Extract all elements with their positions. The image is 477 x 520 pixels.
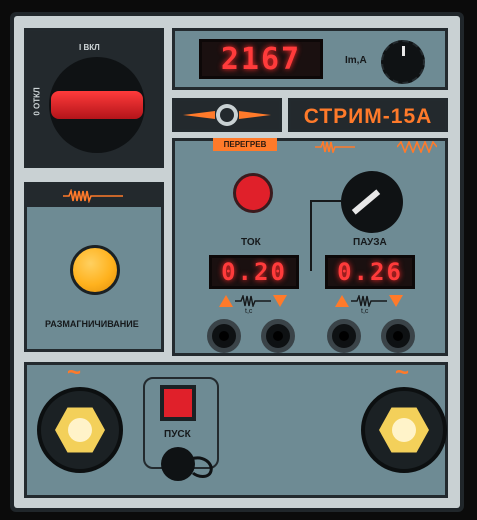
current-waveform-icon: [235, 295, 271, 307]
jack-current-1[interactable]: [207, 319, 241, 353]
pause-down-icon[interactable]: [389, 295, 403, 307]
degauss-label: РАЗМАГНИЧИВАНИЕ: [45, 319, 139, 329]
logo-box: [172, 98, 282, 132]
power-off-label: 0 ОТКЛ: [32, 87, 42, 116]
degauss-button[interactable]: [70, 245, 120, 295]
brand-box: СТРИМ-15А: [288, 98, 448, 132]
overheat-label: ПЕРЕГРЕВ: [223, 140, 267, 149]
pause-label: ПАУЗА: [353, 237, 387, 248]
power-on-label: I ВКЛ: [79, 43, 100, 52]
waveform-pulse-icon: [315, 141, 355, 153]
degauss-header: [27, 185, 161, 207]
power-switch-handle[interactable]: [51, 91, 143, 119]
terminal-left[interactable]: [37, 387, 123, 473]
pause-knob[interactable]: [341, 171, 403, 233]
degauss-panel: РАЗМАГНИЧИВАНИЕ: [24, 182, 164, 352]
current-sub-label: t,c: [245, 308, 253, 315]
current-knob-label: Im,A: [345, 55, 367, 66]
cable-loop-icon: [190, 456, 213, 478]
overheat-lamp: [233, 173, 273, 213]
terminal-left-symbol: ~: [67, 359, 82, 386]
start-label: ПУСК: [164, 429, 191, 440]
pause-display: 0.26: [325, 255, 415, 289]
power-switch-panel: I ВКЛ 0 ОТКЛ: [24, 28, 164, 168]
main-display: 2167: [199, 39, 323, 79]
current-label: ТОК: [241, 237, 261, 248]
overheat-tab: ПЕРЕГРЕВ: [213, 138, 277, 151]
jack-pause-1[interactable]: [327, 319, 361, 353]
terminal-right-symbol: ~: [395, 359, 410, 386]
degauss-waveform-icon: [63, 189, 123, 203]
current-up-icon[interactable]: [219, 295, 233, 307]
main-display-panel: 2167 Im,A: [172, 28, 448, 90]
waveform-wave-icon: [397, 141, 437, 153]
brand-title: СТРИМ-15А: [303, 105, 433, 128]
brand-logo-icon: [183, 104, 271, 126]
terminal-panel: ~ ~ ПУСК: [24, 359, 448, 498]
current-down-icon[interactable]: [273, 295, 287, 307]
control-panel: ПЕРЕГРЕВ ТОК ПАУЗА 0.20 0.26 t,c t,c: [172, 138, 448, 356]
current-knob[interactable]: [381, 40, 425, 84]
terminal-right-nut: [379, 407, 429, 453]
jack-current-2[interactable]: [261, 319, 295, 353]
start-cable-connector[interactable]: [161, 447, 195, 481]
start-button[interactable]: [160, 385, 196, 421]
connector-lines: [310, 200, 341, 271]
power-switch-dial[interactable]: [49, 57, 145, 153]
pause-sub-label: t,c: [361, 308, 369, 315]
jack-pause-2[interactable]: [381, 319, 415, 353]
terminal-right[interactable]: [361, 387, 447, 473]
pause-waveform-icon: [351, 295, 387, 307]
current-display: 0.20: [209, 255, 299, 289]
terminal-left-nut: [55, 407, 105, 453]
pause-up-icon[interactable]: [335, 295, 349, 307]
current-knob-pointer: [402, 46, 405, 56]
